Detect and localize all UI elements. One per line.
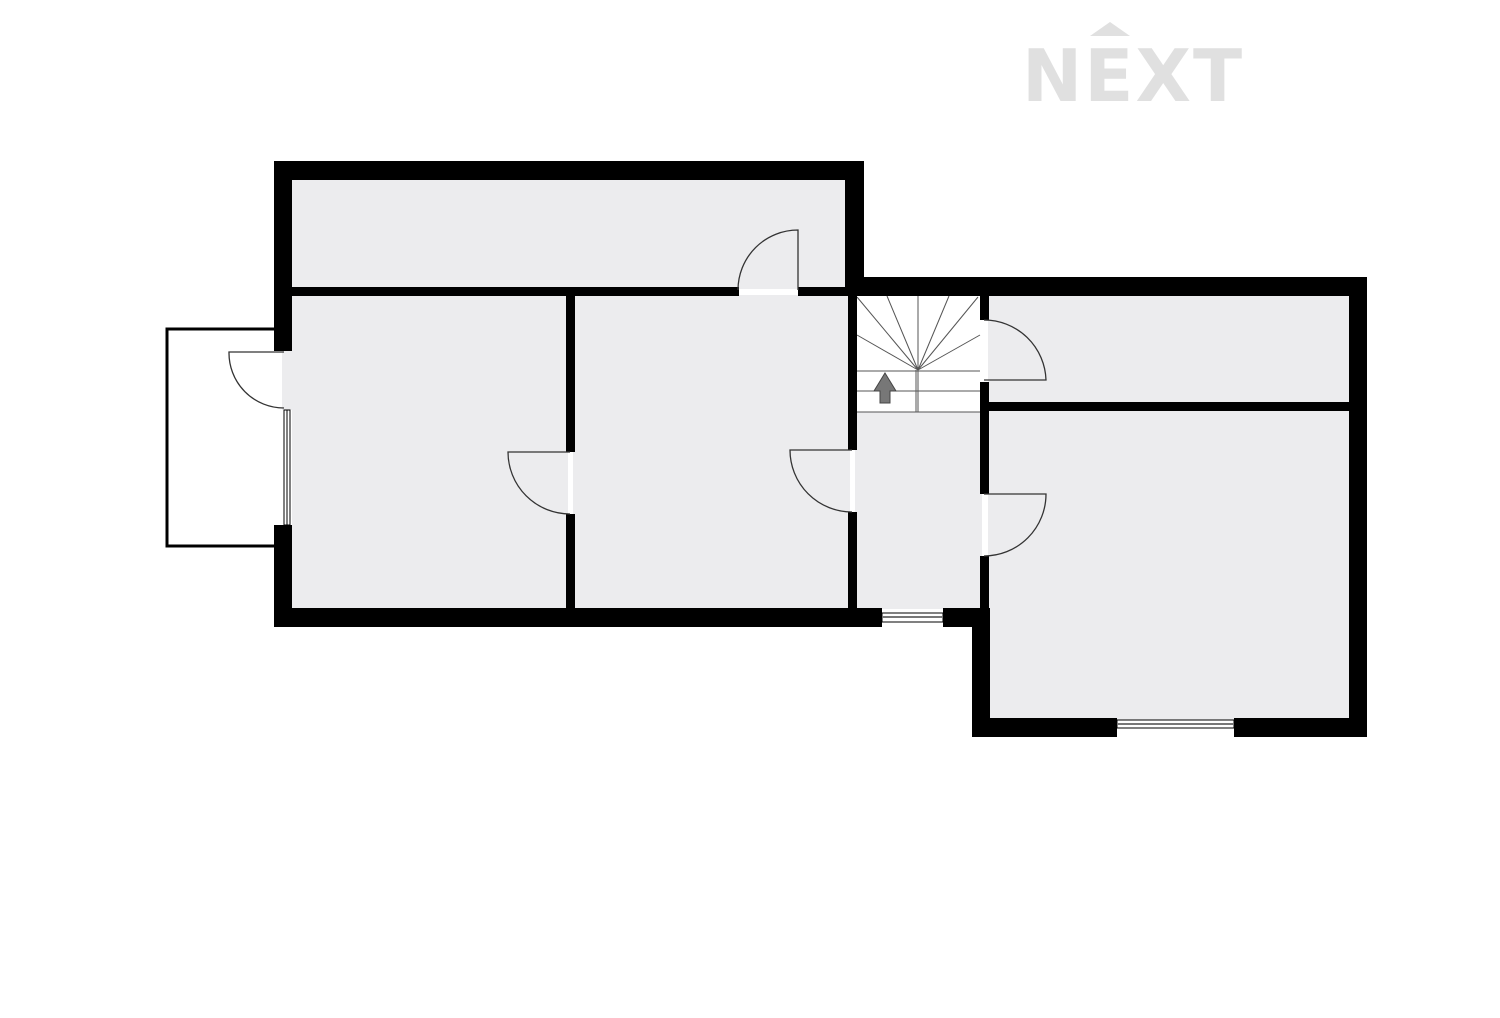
right-room bbox=[988, 410, 1350, 720]
balcony-door-threshold bbox=[282, 350, 294, 410]
doors bbox=[228, 229, 1047, 557]
balcony bbox=[165, 327, 284, 548]
door-middle-room[interactable] bbox=[789, 449, 853, 513]
next-logo: NEXT bbox=[1022, 34, 1245, 118]
stairs bbox=[856, 295, 981, 413]
door-left-room[interactable] bbox=[507, 451, 571, 515]
door-top-room[interactable] bbox=[737, 229, 799, 291]
logo-caret bbox=[1090, 22, 1130, 36]
walls bbox=[274, 161, 1367, 737]
middle-room bbox=[573, 295, 850, 609]
hall bbox=[855, 410, 982, 609]
stairs-up-arrow-icon bbox=[873, 372, 897, 404]
windows bbox=[283, 409, 1235, 729]
door-right-storage[interactable] bbox=[983, 319, 1047, 381]
top-room bbox=[292, 179, 848, 289]
right-storage bbox=[988, 295, 1350, 404]
door-balcony[interactable] bbox=[228, 351, 285, 409]
door-right-room[interactable] bbox=[983, 493, 1047, 557]
